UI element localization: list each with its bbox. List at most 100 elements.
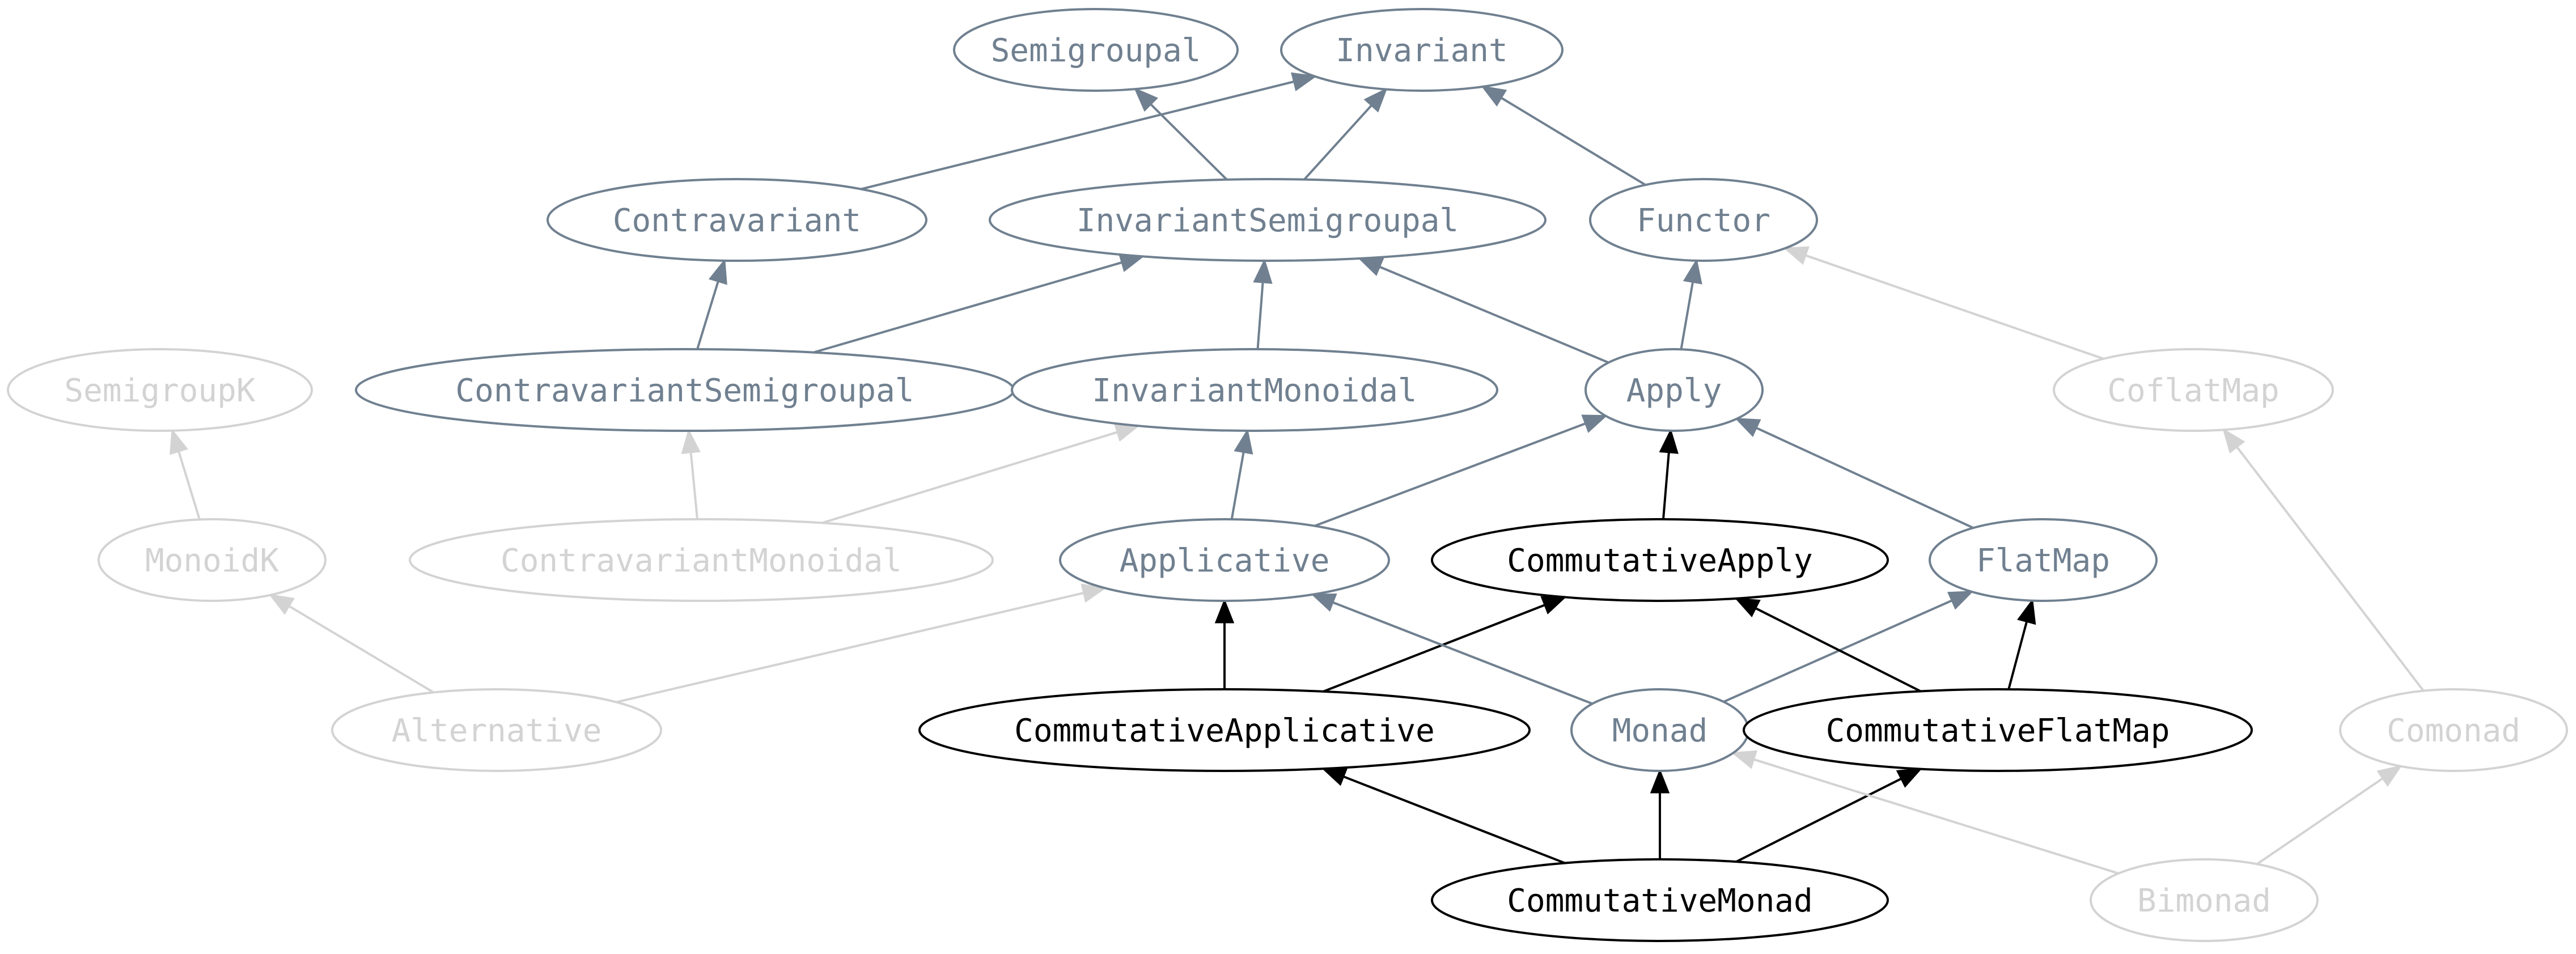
edge-applicative-to-invariant-monoidal xyxy=(1230,428,1253,520)
edge-arrowhead xyxy=(1363,87,1388,113)
node-label: CommutativeApplicative xyxy=(1014,713,1435,749)
edge-arrowhead xyxy=(1947,591,1974,610)
node-label: Functor xyxy=(1637,202,1770,239)
node-apply: Apply xyxy=(1584,348,1764,432)
edge-line xyxy=(616,592,1084,703)
edge-commutative-monad-to-monad xyxy=(1650,768,1670,859)
edge-flat-map-to-apply xyxy=(1734,418,1974,529)
node-ellipse xyxy=(409,518,994,602)
node-ellipse xyxy=(98,518,327,602)
edge-invariant-semigroupal-to-invariant xyxy=(1303,87,1388,180)
node-label: Apply xyxy=(1626,372,1722,409)
node-ellipse xyxy=(918,688,1531,772)
edge-line xyxy=(1230,452,1245,520)
node-label: Semigroupal xyxy=(991,32,1201,69)
node-label: InvariantMonoidal xyxy=(1092,372,1417,409)
edge-line xyxy=(1256,282,1264,350)
edge-arrowhead xyxy=(1783,246,1810,265)
node-applicative: Applicative xyxy=(1059,518,1390,602)
edge-arrowhead xyxy=(708,258,727,285)
edge-contravariant-semigroupal-to-invariant-semigroupal xyxy=(813,253,1145,354)
node-label: CommutativeFlatMap xyxy=(1826,713,2170,749)
edge-comonad-to-coflat-map xyxy=(2222,428,2425,692)
edge-arrowhead xyxy=(1581,414,1608,433)
edge-line xyxy=(813,261,1122,354)
node-label: ContravariantMonoidal xyxy=(501,542,902,579)
edge-arrowhead xyxy=(1731,750,1758,769)
node-functor: Functor xyxy=(1589,178,1818,262)
node-ellipse xyxy=(2339,688,2568,772)
edge-alternative-to-applicative xyxy=(616,583,1107,703)
edge-arrowhead xyxy=(1734,418,1761,438)
edge-commutative-monad-to-commutative-applicative xyxy=(1321,768,1566,864)
node-ellipse xyxy=(1280,8,1564,92)
node-label: CommutativeApply xyxy=(1507,542,1812,579)
edge-arrowhead xyxy=(268,593,295,615)
node-invariant-semigroupal: InvariantSemigroupal xyxy=(989,178,1547,262)
edge-contravariant-to-invariant xyxy=(861,72,1317,190)
node-label: Alternative xyxy=(392,713,602,749)
node-commutative-apply: CommutativeApply xyxy=(1431,518,1889,602)
edge-bimonad-to-monad xyxy=(1731,750,2119,875)
edge-arrowhead xyxy=(1253,258,1273,284)
node-ellipse xyxy=(1431,858,1889,942)
node-label: Comonad xyxy=(2387,713,2520,749)
node-commutative-flat-map: CommutativeFlatMap xyxy=(1743,688,2253,772)
node-label: SemigroupK xyxy=(64,372,255,409)
edge-line xyxy=(1805,254,2104,360)
node-ellipse xyxy=(2053,348,2334,432)
edge-arrowhead xyxy=(1291,72,1317,92)
edge-contravariant-monoidal-to-contravariant-semigroupal xyxy=(681,428,701,520)
edge-line xyxy=(1343,775,1566,864)
edge-arrowhead xyxy=(1683,258,1702,285)
edge-alternative-to-monoid-k xyxy=(268,593,434,694)
node-ellipse xyxy=(1011,348,1498,432)
node-ellipse xyxy=(989,178,1547,262)
edge-arrowhead xyxy=(1133,87,1159,112)
edge-commutative-monad-to-commutative-flat-map xyxy=(1735,768,1923,863)
edge-arrowhead xyxy=(1480,85,1507,107)
node-ellipse xyxy=(2090,858,2319,942)
node-comonad: Comonad xyxy=(2339,688,2568,772)
edge-apply-to-invariant-semigroupal xyxy=(1357,257,1609,364)
node-invariant: Invariant xyxy=(1280,8,1564,92)
edge-line xyxy=(1755,607,1921,693)
node-ellipse xyxy=(953,8,1239,92)
edge-invariant-monoidal-to-invariant-semigroupal xyxy=(1253,258,1273,350)
node-contravariant: Contravariant xyxy=(546,178,927,262)
node-label: InvariantSemigroupal xyxy=(1077,202,1459,239)
edge-line xyxy=(2007,621,2028,690)
edge-coflat-map-to-functor xyxy=(1783,246,2104,360)
edge-apply-to-functor xyxy=(1680,258,1702,350)
node-monad: Monad xyxy=(1570,688,1749,772)
edge-line xyxy=(1314,422,1586,527)
edge-line xyxy=(689,452,699,520)
node-label: Monad xyxy=(1612,713,1708,749)
node-ellipse xyxy=(1929,518,2158,602)
node-label: Invariant xyxy=(1336,32,1507,69)
edge-line xyxy=(2256,777,2384,865)
edge-arrowhead xyxy=(1214,598,1235,624)
node-ellipse xyxy=(7,348,313,432)
node-flat-map: FlatMap xyxy=(1929,518,2158,602)
edge-line xyxy=(1723,599,1953,703)
edge-line xyxy=(821,431,1118,524)
edge-arrowhead xyxy=(1357,257,1384,277)
edge-line xyxy=(1756,426,1974,529)
node-label: ContravariantSemigroupal xyxy=(455,372,914,409)
edge-arrowhead xyxy=(170,428,189,455)
edge-line xyxy=(1332,601,1593,705)
edge-line xyxy=(696,281,719,350)
edge-line xyxy=(2236,446,2425,692)
edge-line xyxy=(1379,265,1609,364)
edge-arrowhead xyxy=(1896,768,1923,788)
node-contravariant-monoidal: ContravariantMonoidal xyxy=(409,518,994,602)
node-monoid-k: MonoidK xyxy=(98,518,327,602)
node-ellipse xyxy=(1584,348,1764,432)
edge-bimonad-to-comonad xyxy=(2256,765,2403,865)
edge-arrowhead xyxy=(1310,593,1337,612)
node-label: Bimonad xyxy=(2137,883,2271,919)
edge-contravariant-semigroupal-to-contravariant xyxy=(696,258,727,350)
edge-commutative-flat-map-to-flat-map xyxy=(2007,598,2036,690)
edge-invariant-semigroupal-to-semigroupal xyxy=(1133,87,1228,181)
